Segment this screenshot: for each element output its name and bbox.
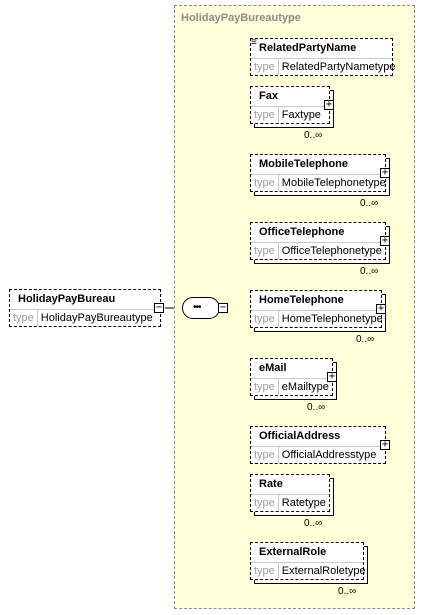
collapse-icon[interactable]: − — [154, 302, 164, 313]
annotation-icon: ≡ — [251, 37, 257, 48]
sequence-collapse-icon[interactable]: − — [218, 302, 228, 313]
expand-icon[interactable]: + — [380, 439, 390, 450]
child-type-keyword: type — [251, 311, 279, 327]
child-type-value: ExternalRoletype — [281, 565, 366, 577]
root-type-value: HolidayPayBureautype — [40, 312, 153, 324]
child-type-value: HomeTelephonetype — [281, 313, 383, 325]
sequence-icon: ••• — [193, 302, 201, 313]
expand-icon[interactable]: + — [380, 167, 390, 178]
child-type-keyword: type — [251, 59, 279, 75]
child-element-name: MobileTelephone — [251, 155, 385, 175]
child-type-value: OfficialAddresstype — [281, 449, 377, 461]
child-type-value: eMailtype — [281, 381, 329, 393]
child-type-keyword: type — [251, 175, 279, 191]
cardinality-label: 0..∞ — [338, 586, 357, 597]
expand-icon[interactable]: + — [327, 371, 337, 382]
child-type-value: MobileTelephonetype — [281, 177, 386, 189]
cardinality-label: 0..∞ — [304, 130, 323, 141]
child-type-keyword: type — [251, 447, 279, 463]
cardinality-label: 0..∞ — [307, 402, 326, 413]
expand-icon[interactable]: + — [376, 303, 386, 314]
child-type-keyword: type — [251, 379, 279, 395]
cardinality-label: 0..∞ — [360, 266, 379, 277]
child-type-keyword: type — [251, 107, 279, 123]
complex-type-title: HolidayPayBureautype — [181, 12, 301, 24]
sequence-compositor — [182, 297, 220, 319]
child-type-keyword: type — [251, 563, 279, 579]
child-element-name: eMail — [251, 359, 332, 379]
cardinality-label: 0..∞ — [304, 518, 323, 529]
expand-icon[interactable]: + — [380, 235, 390, 246]
child-type-keyword: type — [251, 495, 279, 511]
child-element-name: RelatedPartyName — [251, 39, 392, 59]
child-element-name: OfficeTelephone — [251, 223, 385, 243]
child-element-name: OfficialAddress — [251, 427, 385, 447]
child-type-value: Faxtype — [281, 109, 321, 121]
child-element-name: Rate — [251, 475, 329, 495]
cardinality-label: 0..∞ — [356, 334, 375, 345]
child-type-value: OfficeTelephonetype — [281, 245, 382, 257]
root-type-keyword: type — [10, 310, 38, 326]
root-element[interactable]: HolidayPayBureau type HolidayPayBureauty… — [9, 289, 161, 327]
root-element-type-row: type HolidayPayBureautype — [10, 310, 160, 326]
child-type-value: RelatedPartyNametype — [281, 61, 396, 73]
cardinality-label: 0..∞ — [360, 198, 379, 209]
expand-icon[interactable]: + — [324, 99, 334, 110]
root-element-name: HolidayPayBureau — [10, 290, 160, 310]
child-type-value: Ratetype — [281, 497, 326, 509]
child-element-name: Fax — [251, 87, 329, 107]
child-type-keyword: type — [251, 243, 279, 259]
child-element-name: ExternalRole — [251, 543, 363, 563]
child-element-name: HomeTelephone — [251, 291, 381, 311]
